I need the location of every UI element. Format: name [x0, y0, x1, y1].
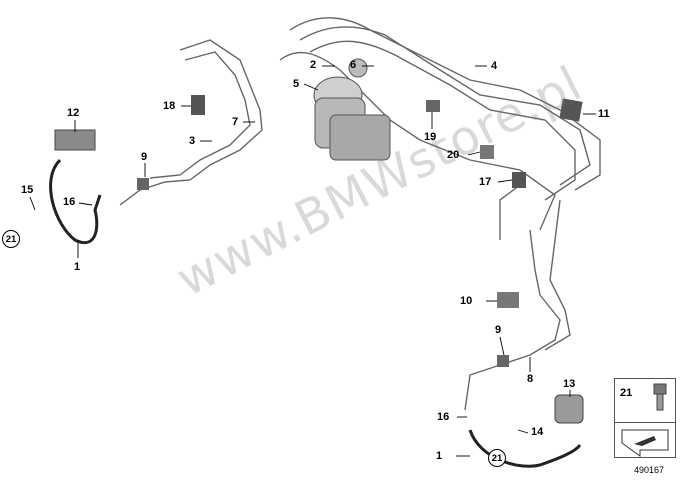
label-7: 7 — [232, 116, 239, 128]
pad-11 — [559, 98, 583, 122]
label-3: 3 — [189, 135, 196, 147]
label-1-right: 1 — [436, 450, 443, 462]
brake-lines — [119, 17, 601, 411]
legend-label-21: 21 — [620, 387, 633, 399]
callout-21-right: 21 — [488, 449, 506, 467]
label-17: 17 — [479, 176, 492, 188]
clip-9-left — [137, 178, 149, 190]
label-2: 2 — [310, 59, 317, 71]
brake-pipe-4 — [289, 17, 601, 191]
brake-fluid-reservoir — [313, 58, 391, 161]
brake-pipe-7 — [149, 51, 251, 179]
brake-pipe-4b — [299, 26, 591, 186]
label-14: 14 — [531, 426, 544, 438]
clip-20 — [480, 145, 494, 159]
label-12: 12 — [67, 107, 80, 119]
clip-9-right — [497, 355, 509, 367]
brake-pipe-3 — [119, 39, 263, 206]
brake-hose-left — [49, 158, 102, 244]
label-19: 19 — [424, 131, 437, 143]
bracket-12 — [54, 129, 96, 151]
bracket-13 — [554, 394, 584, 424]
legend-box — [614, 378, 676, 458]
label-20: 20 — [447, 149, 460, 161]
grommet-18 — [191, 95, 205, 115]
label-16-left: 16 — [63, 196, 76, 208]
holder-10 — [497, 292, 519, 308]
brake-pipe-8b — [544, 199, 571, 351]
reference-number: 490167 — [634, 465, 665, 475]
callout-21-left: 21 — [2, 230, 20, 248]
label-5: 5 — [293, 78, 300, 90]
label-6: 6 — [350, 59, 357, 71]
label-9-right: 9 — [495, 324, 502, 336]
label-1-left: 1 — [74, 261, 81, 273]
label-4: 4 — [491, 60, 498, 72]
brake-pipe-branch — [499, 184, 521, 240]
label-10: 10 — [460, 295, 473, 307]
label-11: 11 — [598, 108, 610, 120]
legend-divider — [614, 422, 676, 423]
label-18: 18 — [163, 100, 176, 112]
brake-pipe-8 — [464, 229, 561, 411]
brake-pipe-6 — [279, 51, 556, 231]
label-9-left: 9 — [141, 151, 148, 163]
label-13: 13 — [563, 378, 576, 390]
brake-hose-right — [468, 429, 582, 468]
label-8: 8 — [527, 373, 534, 385]
label-16-right: 16 — [437, 411, 450, 423]
label-15: 15 — [21, 184, 34, 196]
legend-arrow-icon — [621, 429, 669, 457]
leader-lines — [29, 65, 596, 457]
brake-pipe-4c — [309, 40, 576, 201]
clip-19 — [426, 100, 440, 112]
legend-bolt-icon — [653, 383, 667, 411]
clip-17 — [512, 172, 526, 188]
